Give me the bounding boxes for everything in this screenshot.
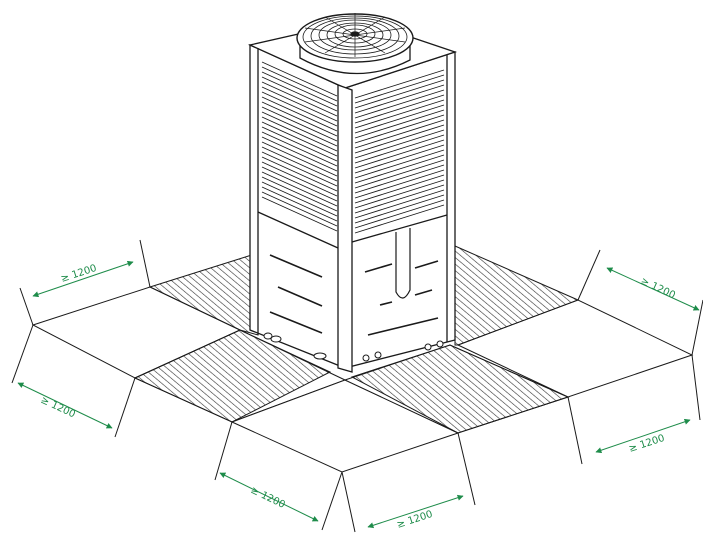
extension-lines xyxy=(11,239,703,533)
dim-label-top-left: ≥ 1200 xyxy=(60,263,99,285)
dim-line-right-upper xyxy=(606,267,700,311)
left-panel-slots xyxy=(269,254,323,334)
heat-pump-unit xyxy=(247,13,458,373)
unit-corner-post xyxy=(337,84,353,373)
fan-icon xyxy=(296,13,414,75)
hatched-tile-left-front xyxy=(133,329,332,423)
dim-line-bottom-right xyxy=(367,494,464,529)
right-panel-slots xyxy=(364,260,439,336)
dim-line-top-left xyxy=(32,260,134,298)
louvre-left xyxy=(261,61,338,232)
base-holes xyxy=(263,332,444,362)
dim-label-right-upper: ≥ 1200 xyxy=(639,276,677,302)
dimension-lines xyxy=(17,260,700,529)
hatched-zones xyxy=(133,245,580,434)
inspection-window xyxy=(395,228,411,299)
dim-line-bottom-left xyxy=(219,472,319,522)
dim-label-right-lower: ≥ 1200 xyxy=(628,433,667,455)
dim-label-bottom-left: ≥ 1200 xyxy=(249,485,287,511)
dim-line-right-lower xyxy=(595,418,691,454)
unit-right-face xyxy=(344,51,456,369)
dim-label-left: ≥ 1200 xyxy=(39,395,77,421)
dim-line-left xyxy=(17,382,113,429)
louvre-right xyxy=(354,69,445,234)
